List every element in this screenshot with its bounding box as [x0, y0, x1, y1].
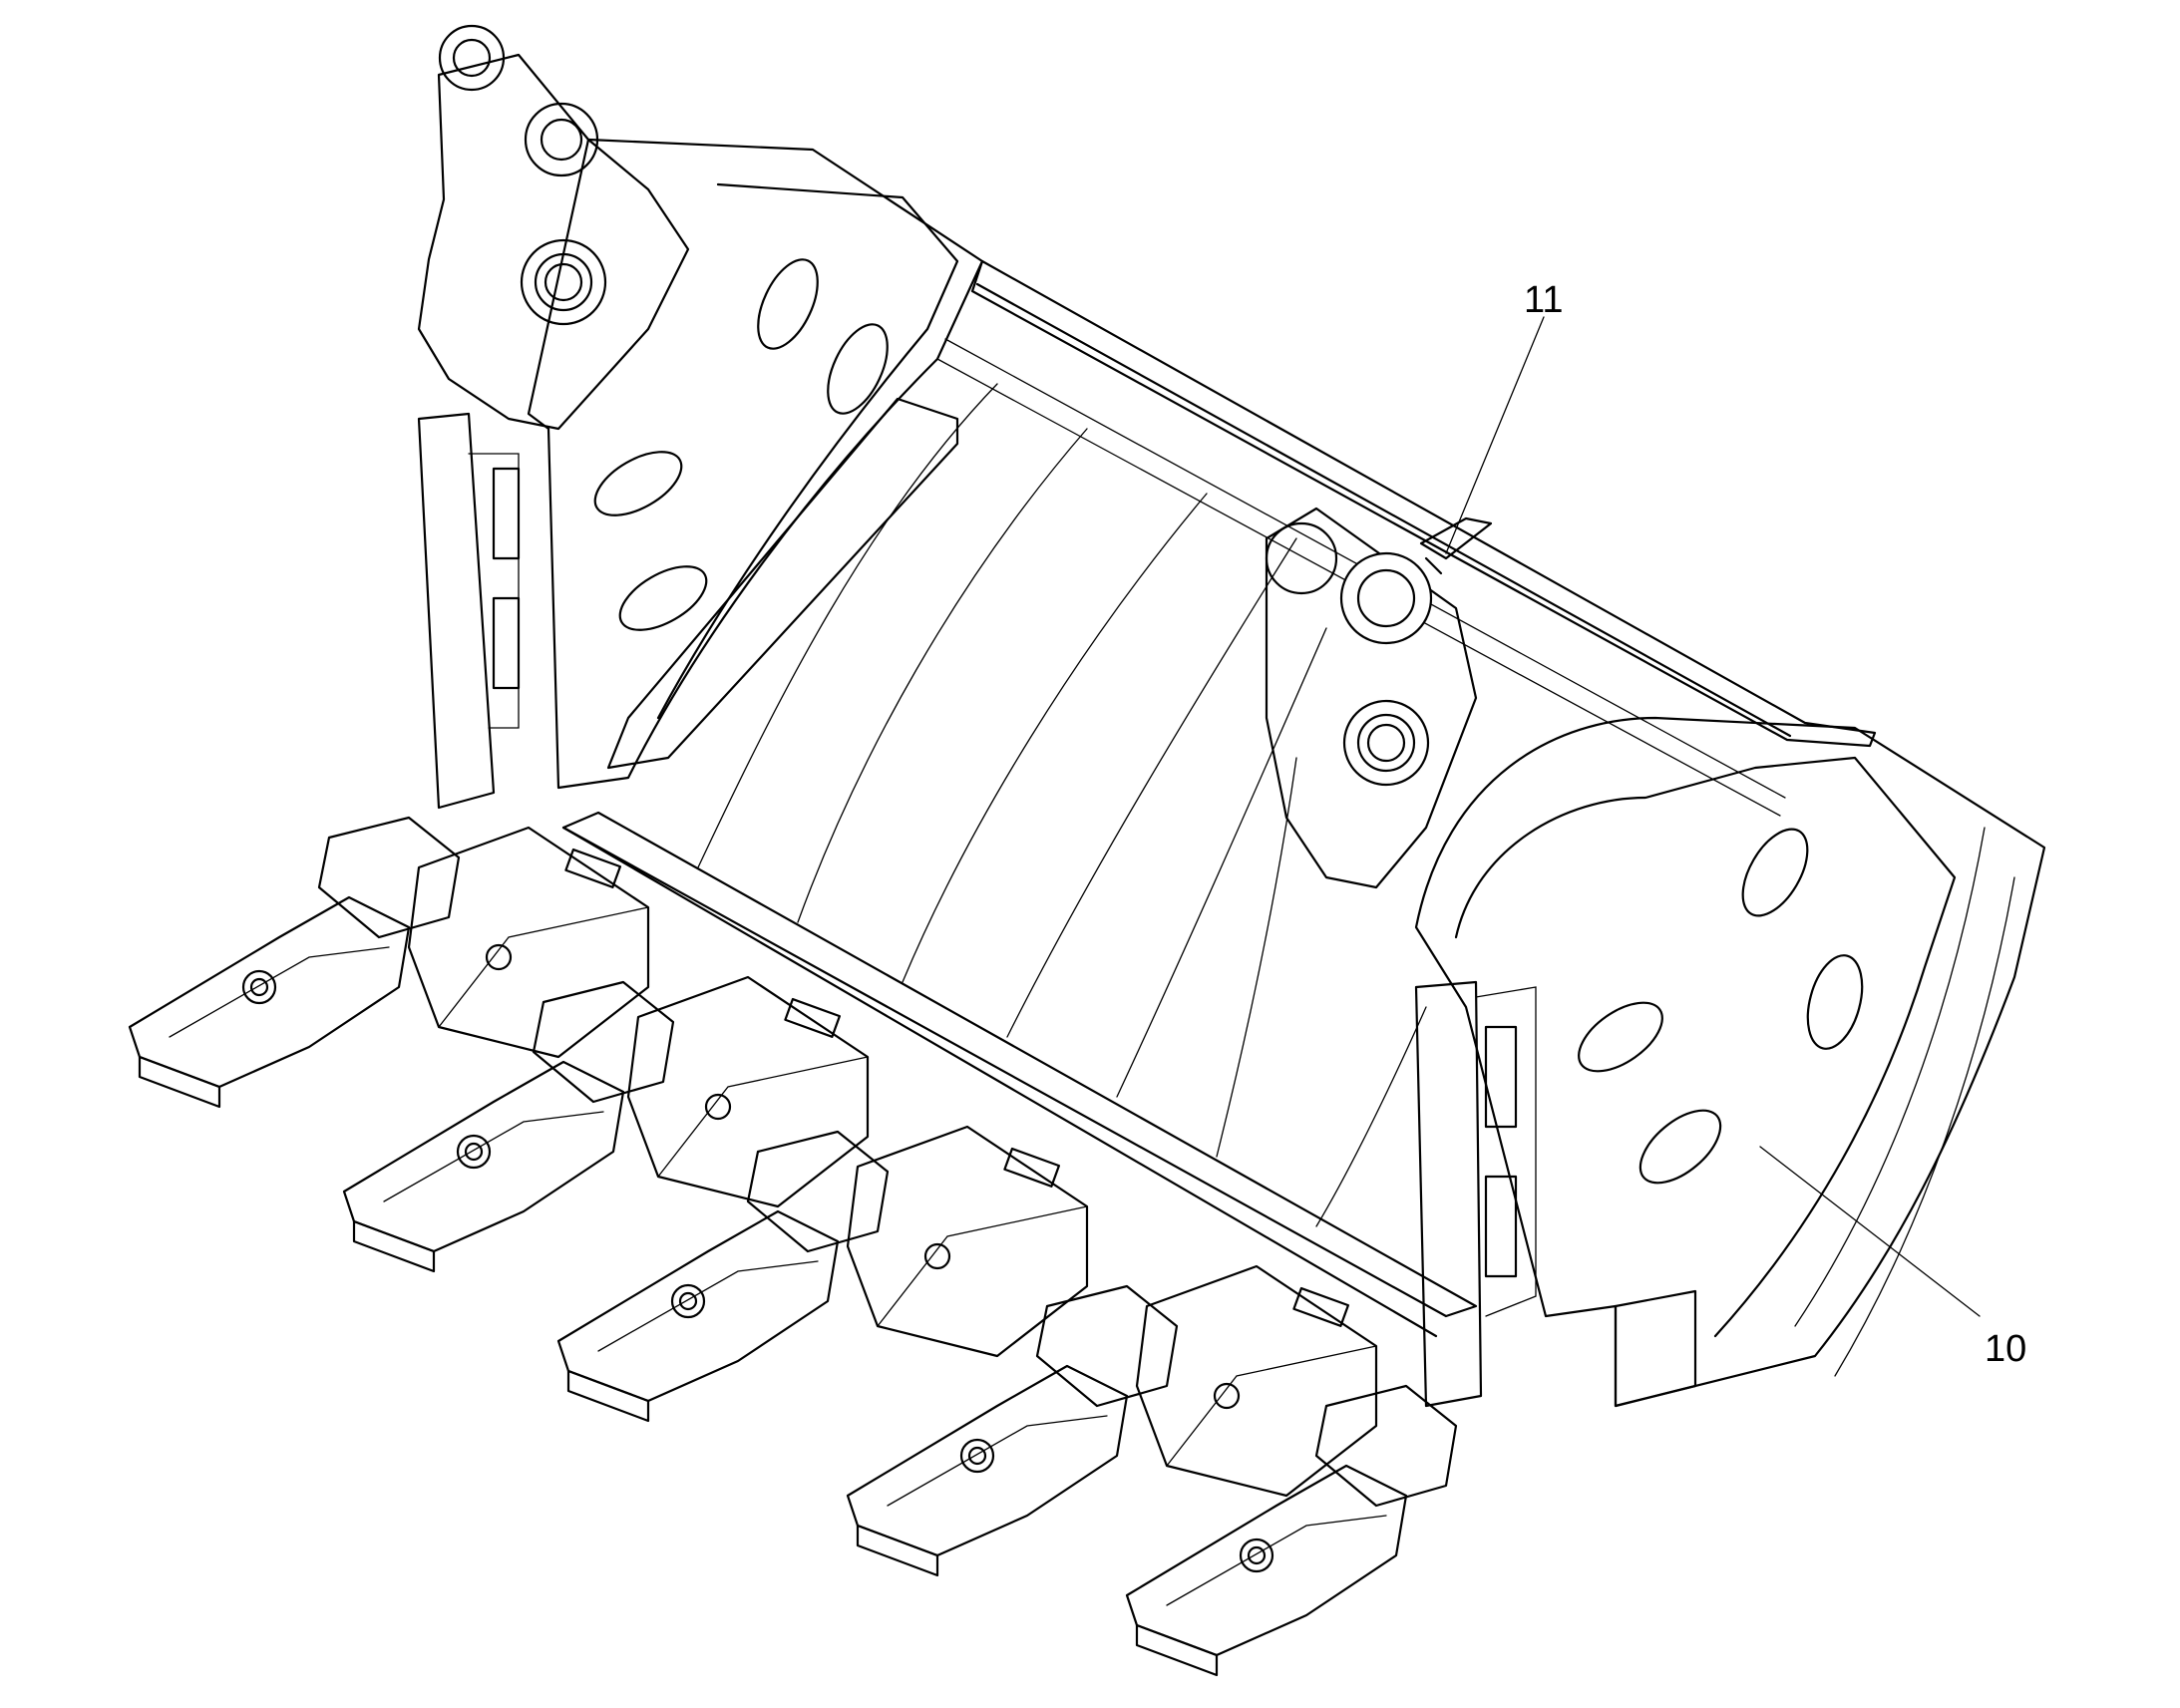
tooth-assembly	[846, 1284, 1179, 1577]
tooth-assembly	[342, 980, 675, 1273]
wear-shroud	[1135, 1264, 1378, 1498]
left-hinge-bracket	[417, 24, 690, 431]
wear-shroud	[846, 1125, 1089, 1358]
wear-shroud	[407, 826, 650, 1059]
right-hinge-bracket	[1265, 507, 1478, 889]
left-wear-strip	[417, 412, 521, 810]
retaining-clip	[1419, 516, 1493, 575]
callout-11: 11	[1445, 279, 1563, 554]
callout-11-label: 11	[1524, 279, 1563, 321]
wear-shroud	[626, 975, 870, 1208]
bucket-body	[561, 259, 1877, 1338]
tooth-assembly	[1125, 1384, 1458, 1677]
left-side-plate	[527, 138, 984, 790]
tooth-assembly	[556, 1130, 890, 1423]
tooth-assembly	[128, 816, 461, 1109]
teeth-row	[128, 816, 1458, 1677]
callout-10-label: 10	[1985, 1328, 2026, 1370]
right-side-plate	[1414, 716, 2046, 1408]
callout-10: 10	[1759, 1146, 2026, 1370]
right-wear-strip	[1414, 980, 1537, 1408]
